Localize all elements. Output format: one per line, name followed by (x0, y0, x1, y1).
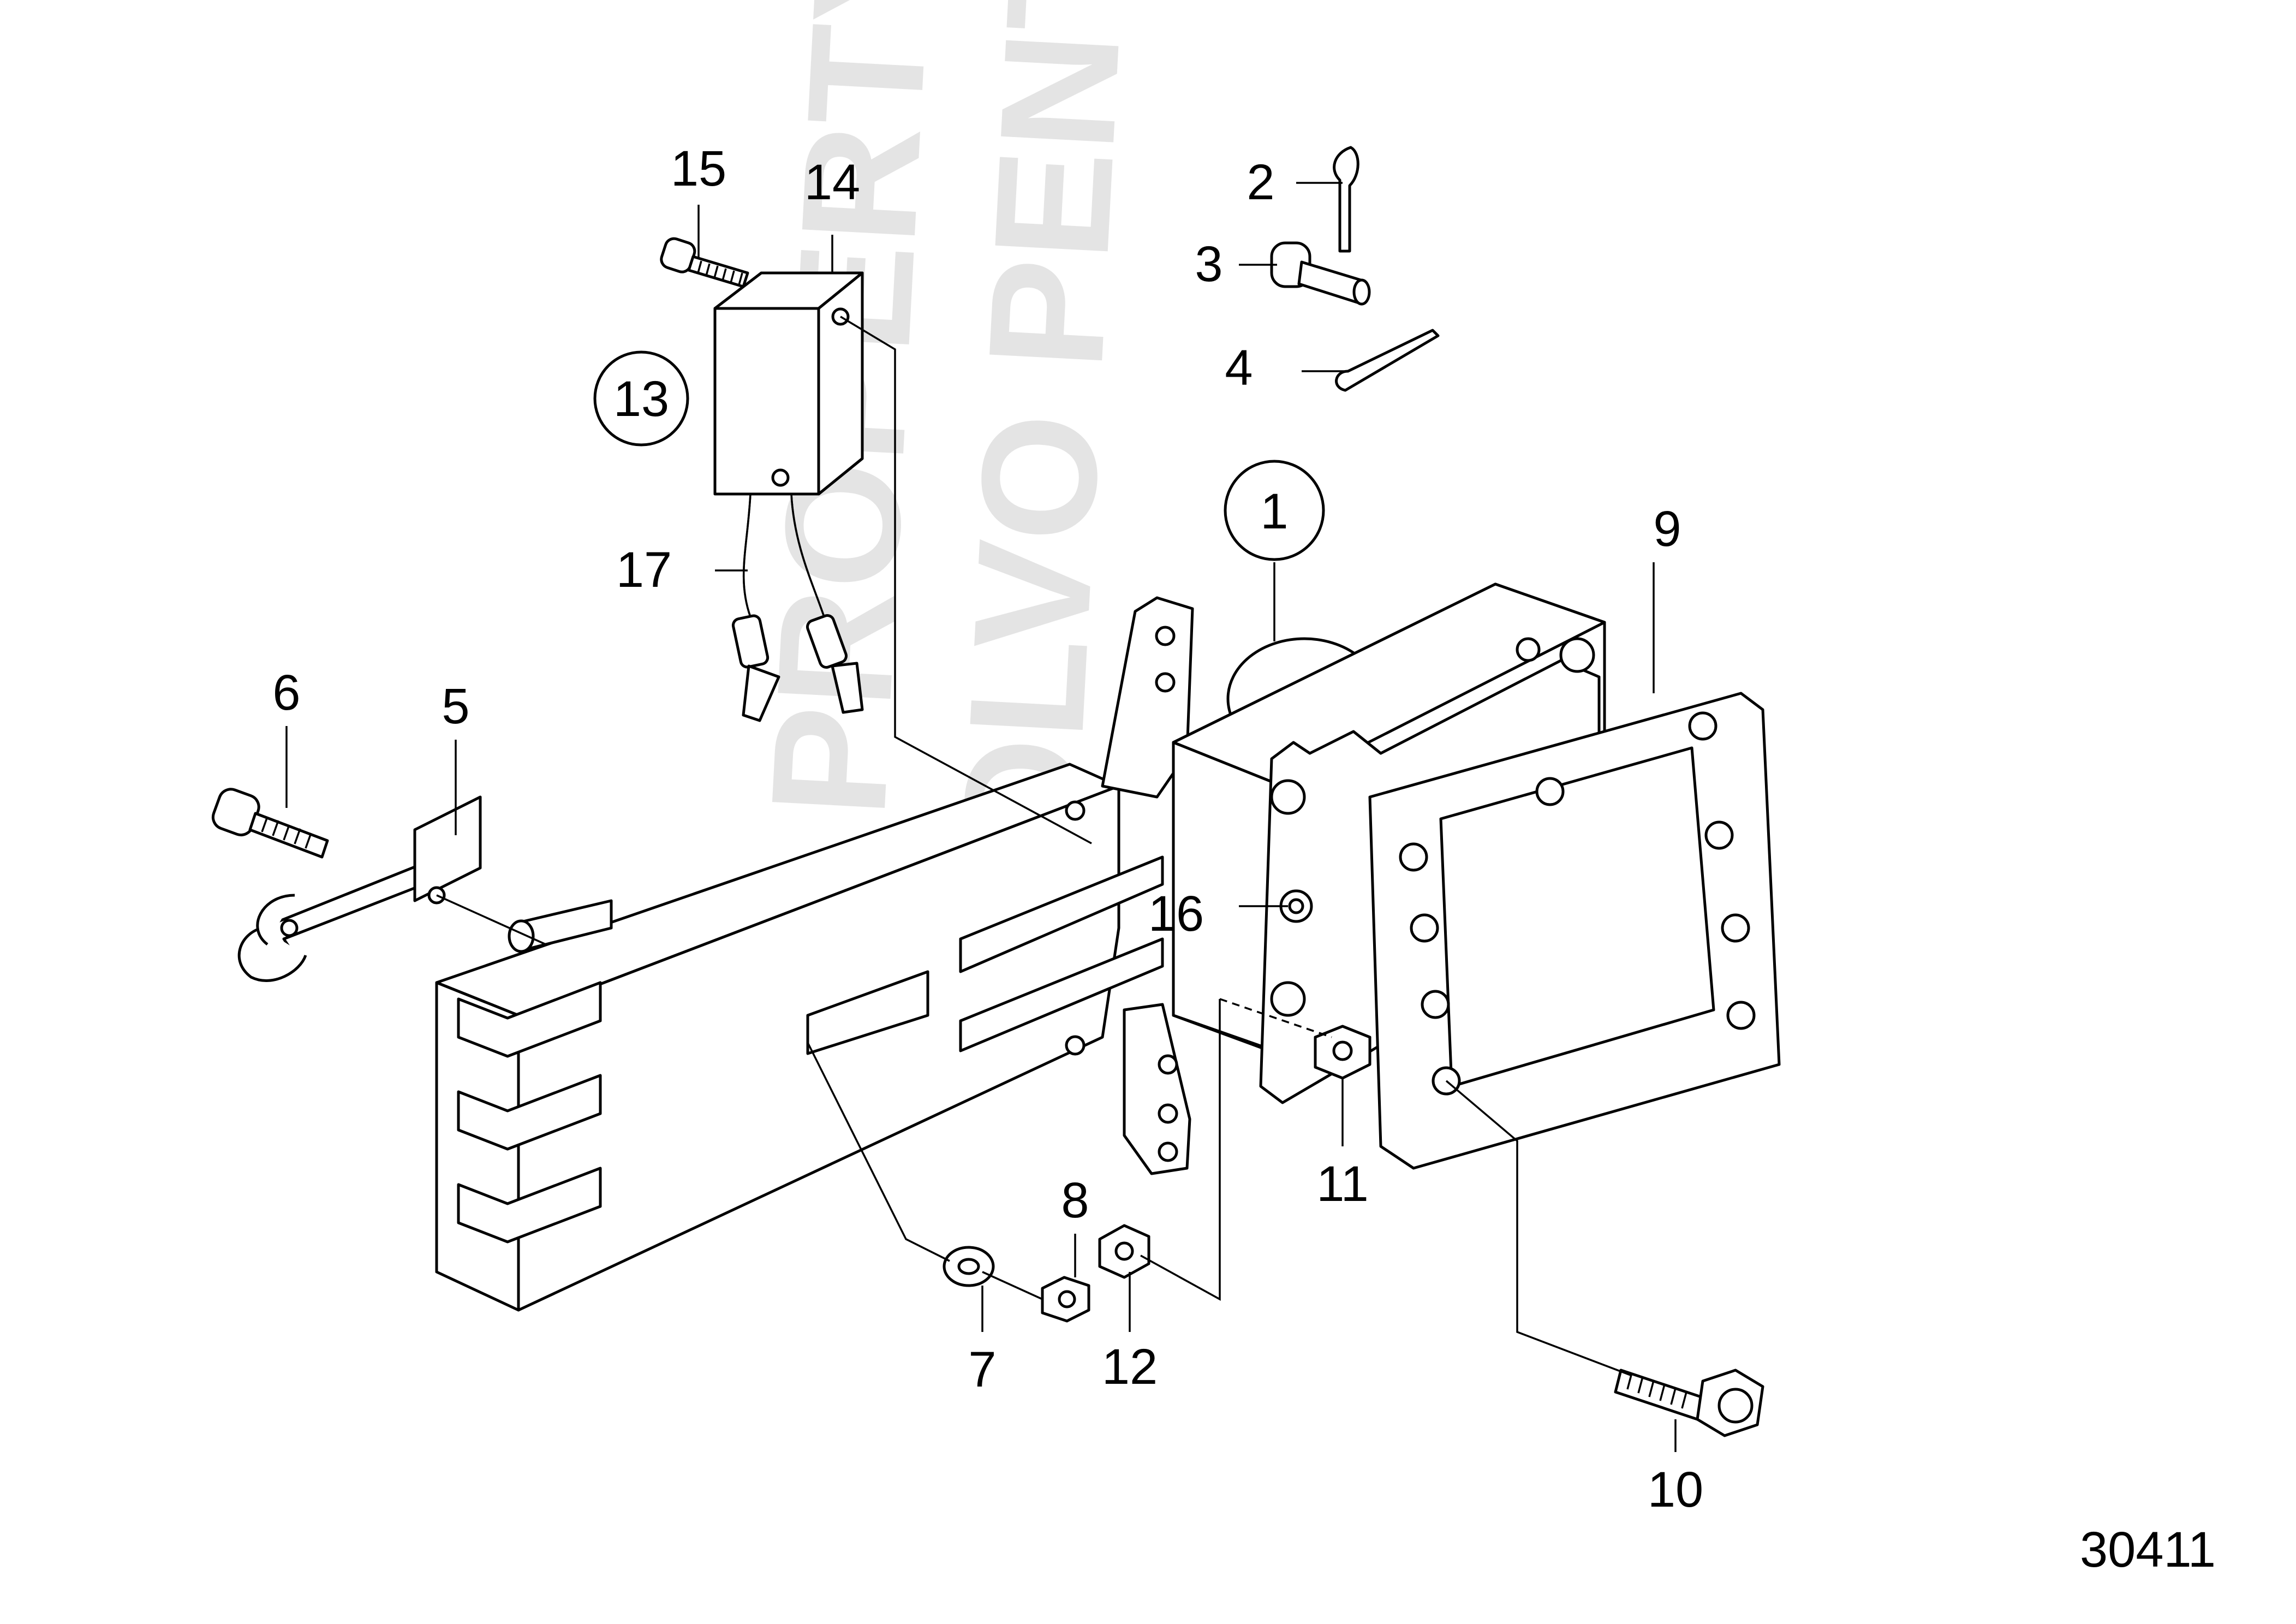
spring-clip-4 (1335, 329, 1440, 392)
callout-13: 13 (613, 371, 669, 427)
control-unit-box (713, 271, 864, 496)
clevis-pin-3 (1270, 241, 1371, 306)
mounting-bracket (435, 596, 1194, 1312)
screw-6 (211, 788, 329, 859)
callout-2: 2 (1247, 154, 1274, 210)
callout-11: 11 (1316, 1156, 1369, 1212)
callout-labels: 1 2 3 4 5 6 7 8 9 10 11 12 13 14 15 16 1… (272, 141, 1703, 1518)
washer-7 (943, 1246, 995, 1287)
callout-17: 17 (616, 542, 672, 598)
callout-6: 6 (272, 665, 300, 721)
nut-12 (1098, 1224, 1150, 1279)
callout-13-circle (593, 350, 689, 447)
leader-lines (285, 182, 1677, 1452)
callout-12: 12 (1102, 1339, 1158, 1395)
wire-harness-17 (731, 493, 864, 722)
callout-1: 1 (1260, 484, 1288, 539)
gasket-9 (1368, 692, 1781, 1170)
callout-14: 14 (804, 154, 860, 210)
callout-4: 4 (1225, 340, 1253, 396)
callout-8: 8 (1061, 1173, 1089, 1228)
figure-number: 30411 (2080, 1522, 2216, 1578)
pivot-pin (508, 899, 613, 953)
nut-8 (1041, 1276, 1090, 1323)
nut-11 (1314, 1025, 1371, 1080)
callout-5: 5 (442, 679, 469, 734)
clamp-5 (237, 795, 482, 982)
callout-9: 9 (1653, 501, 1681, 557)
nut-16 (1279, 889, 1313, 923)
callout-10: 10 (1648, 1462, 1703, 1518)
callout-16: 16 (1148, 886, 1204, 942)
bolt-10 (1614, 1369, 1764, 1437)
callout-7: 7 (968, 1342, 996, 1397)
callout-3: 3 (1195, 236, 1222, 292)
cotter-clip-2 (1333, 146, 1359, 253)
callout-1-circle (1224, 460, 1325, 561)
callout-15: 15 (671, 141, 726, 197)
screw-15 (660, 237, 749, 288)
